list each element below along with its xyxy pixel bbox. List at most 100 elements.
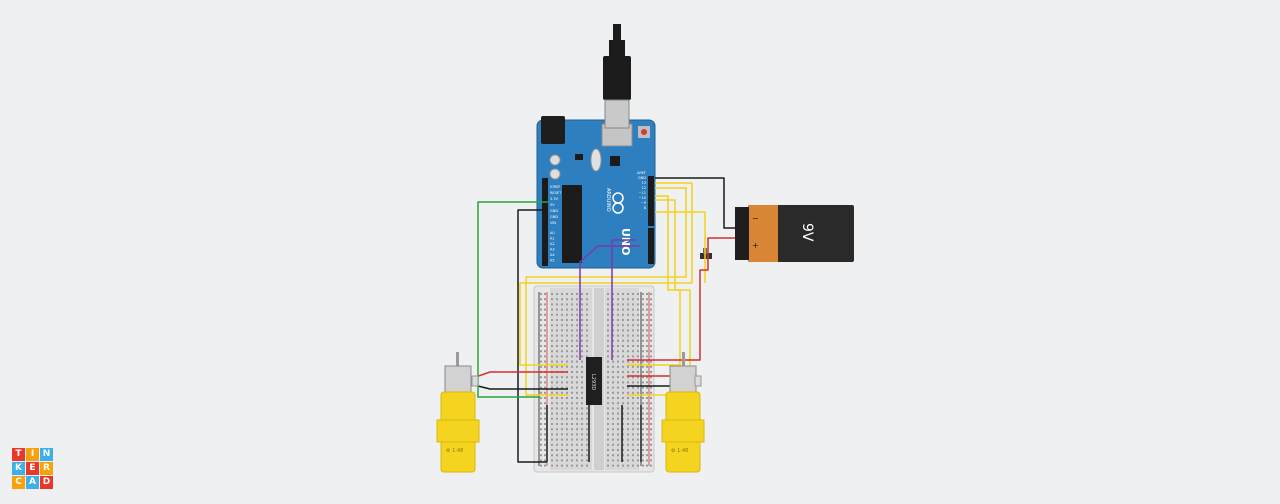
breadboard-hole — [646, 365, 648, 368]
breadboard-hole — [637, 412, 639, 415]
battery-9v[interactable]: − + 9V — [735, 205, 854, 262]
breadboard-hole — [556, 433, 558, 436]
breadboard-hole — [646, 428, 648, 431]
breadboard-hole — [642, 459, 644, 462]
wire-power-1[interactable] — [627, 237, 735, 361]
wire-ground-1[interactable] — [517, 209, 548, 463]
breadboard-hole — [637, 308, 639, 311]
breadboard-hole — [622, 371, 624, 373]
breadboard-hole — [581, 381, 583, 384]
breadboard-hole — [566, 459, 568, 462]
breadboard-hole — [556, 386, 558, 389]
usb-cable[interactable] — [603, 24, 631, 129]
wire-signal-3[interactable] — [627, 195, 681, 366]
breadboard-hole — [561, 391, 563, 394]
breadboard-hole — [544, 412, 546, 415]
breadboard-hole — [642, 345, 644, 347]
dc-motor-right[interactable]: ⚙ 1:48 — [661, 352, 705, 473]
pin-label: ~11 — [639, 191, 646, 195]
breadboard-hole — [571, 454, 573, 457]
breadboard-hole — [540, 303, 542, 306]
pin-label: 13 — [642, 181, 646, 185]
wire-motor-lead-green[interactable] — [477, 201, 548, 398]
breadboard-hole — [544, 319, 546, 321]
breadboard-hole — [612, 293, 614, 295]
logo-letter: N — [40, 448, 53, 461]
breadboard-hole — [607, 329, 609, 332]
breadboard-hole — [607, 371, 609, 373]
breadboard-hole — [576, 454, 578, 457]
breadboard-hole — [650, 407, 652, 410]
breadboard-hole — [627, 433, 629, 436]
breadboard-hole — [561, 464, 563, 467]
breadboard-hole — [556, 339, 558, 342]
breadboard-hole — [627, 313, 629, 316]
breadboard-hole — [586, 449, 588, 451]
breadboard-hole — [544, 454, 546, 457]
breadboard-hole — [576, 381, 578, 384]
breadboard-hole — [566, 428, 568, 431]
breadboard-hole — [622, 324, 624, 327]
breadboard[interactable] — [533, 285, 655, 473]
breadboard-hole — [544, 355, 546, 358]
wire-signal-5[interactable] — [655, 211, 706, 283]
breadboard-hole — [576, 407, 578, 410]
breadboard-hole — [586, 433, 588, 436]
breadboard-hole — [650, 329, 652, 332]
breadboard-hole — [627, 334, 629, 337]
breadboard-hole — [540, 308, 542, 311]
breadboard-hole — [576, 386, 578, 389]
breadboard-hole — [627, 402, 629, 405]
breadboard-hole — [551, 329, 553, 332]
wire-enable-2[interactable] — [611, 239, 636, 360]
breadboard-hole — [627, 339, 629, 342]
breadboard-hole — [642, 428, 644, 431]
breadboard-hole — [544, 376, 546, 379]
breadboard-hole — [632, 381, 634, 384]
breadboard-hole — [551, 298, 553, 301]
breadboard-hole — [544, 381, 546, 384]
breadboard-hole — [632, 376, 634, 379]
breadboard-hole — [637, 324, 639, 327]
breadboard-hole — [607, 313, 609, 316]
breadboard-hole — [561, 433, 563, 436]
power-switch[interactable] — [700, 248, 712, 259]
breadboard-hole — [540, 423, 542, 425]
breadboard-hole — [544, 438, 546, 441]
breadboard-hole — [607, 449, 609, 451]
breadboard-hole — [566, 449, 568, 451]
wire-ground-2[interactable] — [655, 177, 735, 229]
breadboard-hole — [544, 365, 546, 368]
motor-driver-chip[interactable]: L293D — [586, 357, 602, 405]
wire-signal-1[interactable] — [519, 182, 693, 366]
breadboard-hole — [607, 407, 609, 410]
breadboard-hole — [556, 402, 558, 405]
breadboard-hole — [576, 438, 578, 441]
breadboard-hole — [576, 423, 578, 425]
wire-signal-2[interactable] — [525, 187, 687, 396]
breadboard-hole — [581, 308, 583, 311]
breadboard-hole — [637, 464, 639, 467]
breadboard-hole — [632, 303, 634, 306]
breadboard-hole — [576, 345, 578, 347]
breadboard-hole — [650, 319, 652, 321]
breadboard-hole — [566, 454, 568, 457]
dc-motor-left[interactable]: ⚙ 1:48 — [436, 352, 480, 473]
breadboard-hole — [637, 345, 639, 347]
breadboard-hole — [544, 449, 546, 451]
breadboard-hole — [586, 293, 588, 295]
breadboard-hole — [540, 313, 542, 316]
pin-label: GND — [638, 176, 646, 180]
breadboard-hole — [581, 417, 583, 420]
logo-letter: D — [40, 476, 53, 489]
wire-enable-1[interactable] — [579, 245, 640, 360]
breadboard-hole — [581, 355, 583, 358]
breadboard-hole — [627, 308, 629, 311]
breadboard-hole — [617, 417, 619, 420]
breadboard-hole — [617, 407, 619, 410]
breadboard-hole — [627, 381, 629, 384]
